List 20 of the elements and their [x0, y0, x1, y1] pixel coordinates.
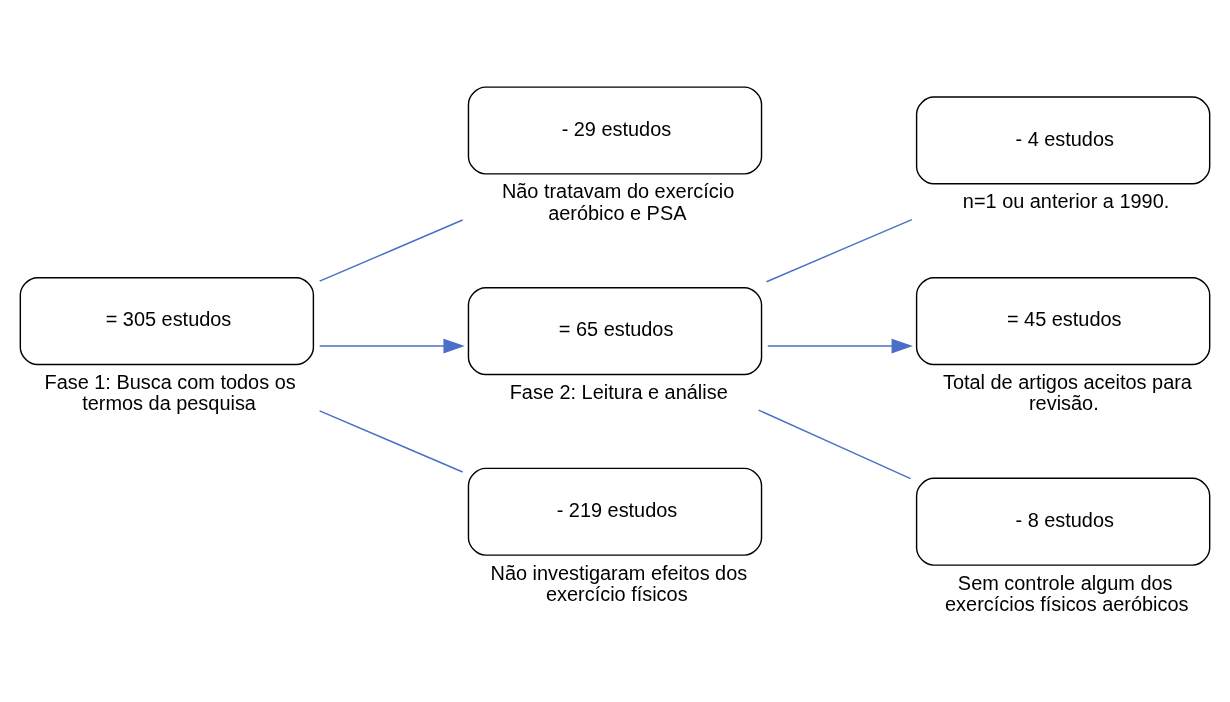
node-box: - 4 estudos [915, 96, 1211, 185]
arrow [318, 338, 465, 354]
node-box: - 8 estudos [915, 477, 1211, 566]
node-label: Total de artigos aceitos para revisão. [942, 370, 1192, 415]
node-label: n=1 ou anterior a 1990. [962, 190, 1170, 213]
node-label: Fase 1: Busca com todos os termos da pesquisa [44, 370, 296, 415]
connector [765, 218, 913, 283]
node-box: - 219 estudos [467, 467, 763, 556]
node-label: Não tratavam do exercício aeróbico e PSA [501, 180, 735, 224]
node-label: Fase 2: Leitura e análise [509, 380, 728, 403]
node-box: - 29 estudos [467, 86, 763, 175]
node-box: = 65 estudos [467, 287, 763, 376]
node-box: = 305 estudos [19, 277, 315, 366]
connector [318, 410, 464, 473]
node-box: = 45 estudos [915, 277, 1211, 366]
arrow [767, 338, 913, 354]
connector [318, 219, 464, 282]
node-label: Sem controle algum dos exercícios físicos aeróbicos [945, 571, 1189, 615]
connector [757, 409, 912, 480]
node-label: Não investigaram efeitos dos exercício físicos [490, 561, 748, 605]
